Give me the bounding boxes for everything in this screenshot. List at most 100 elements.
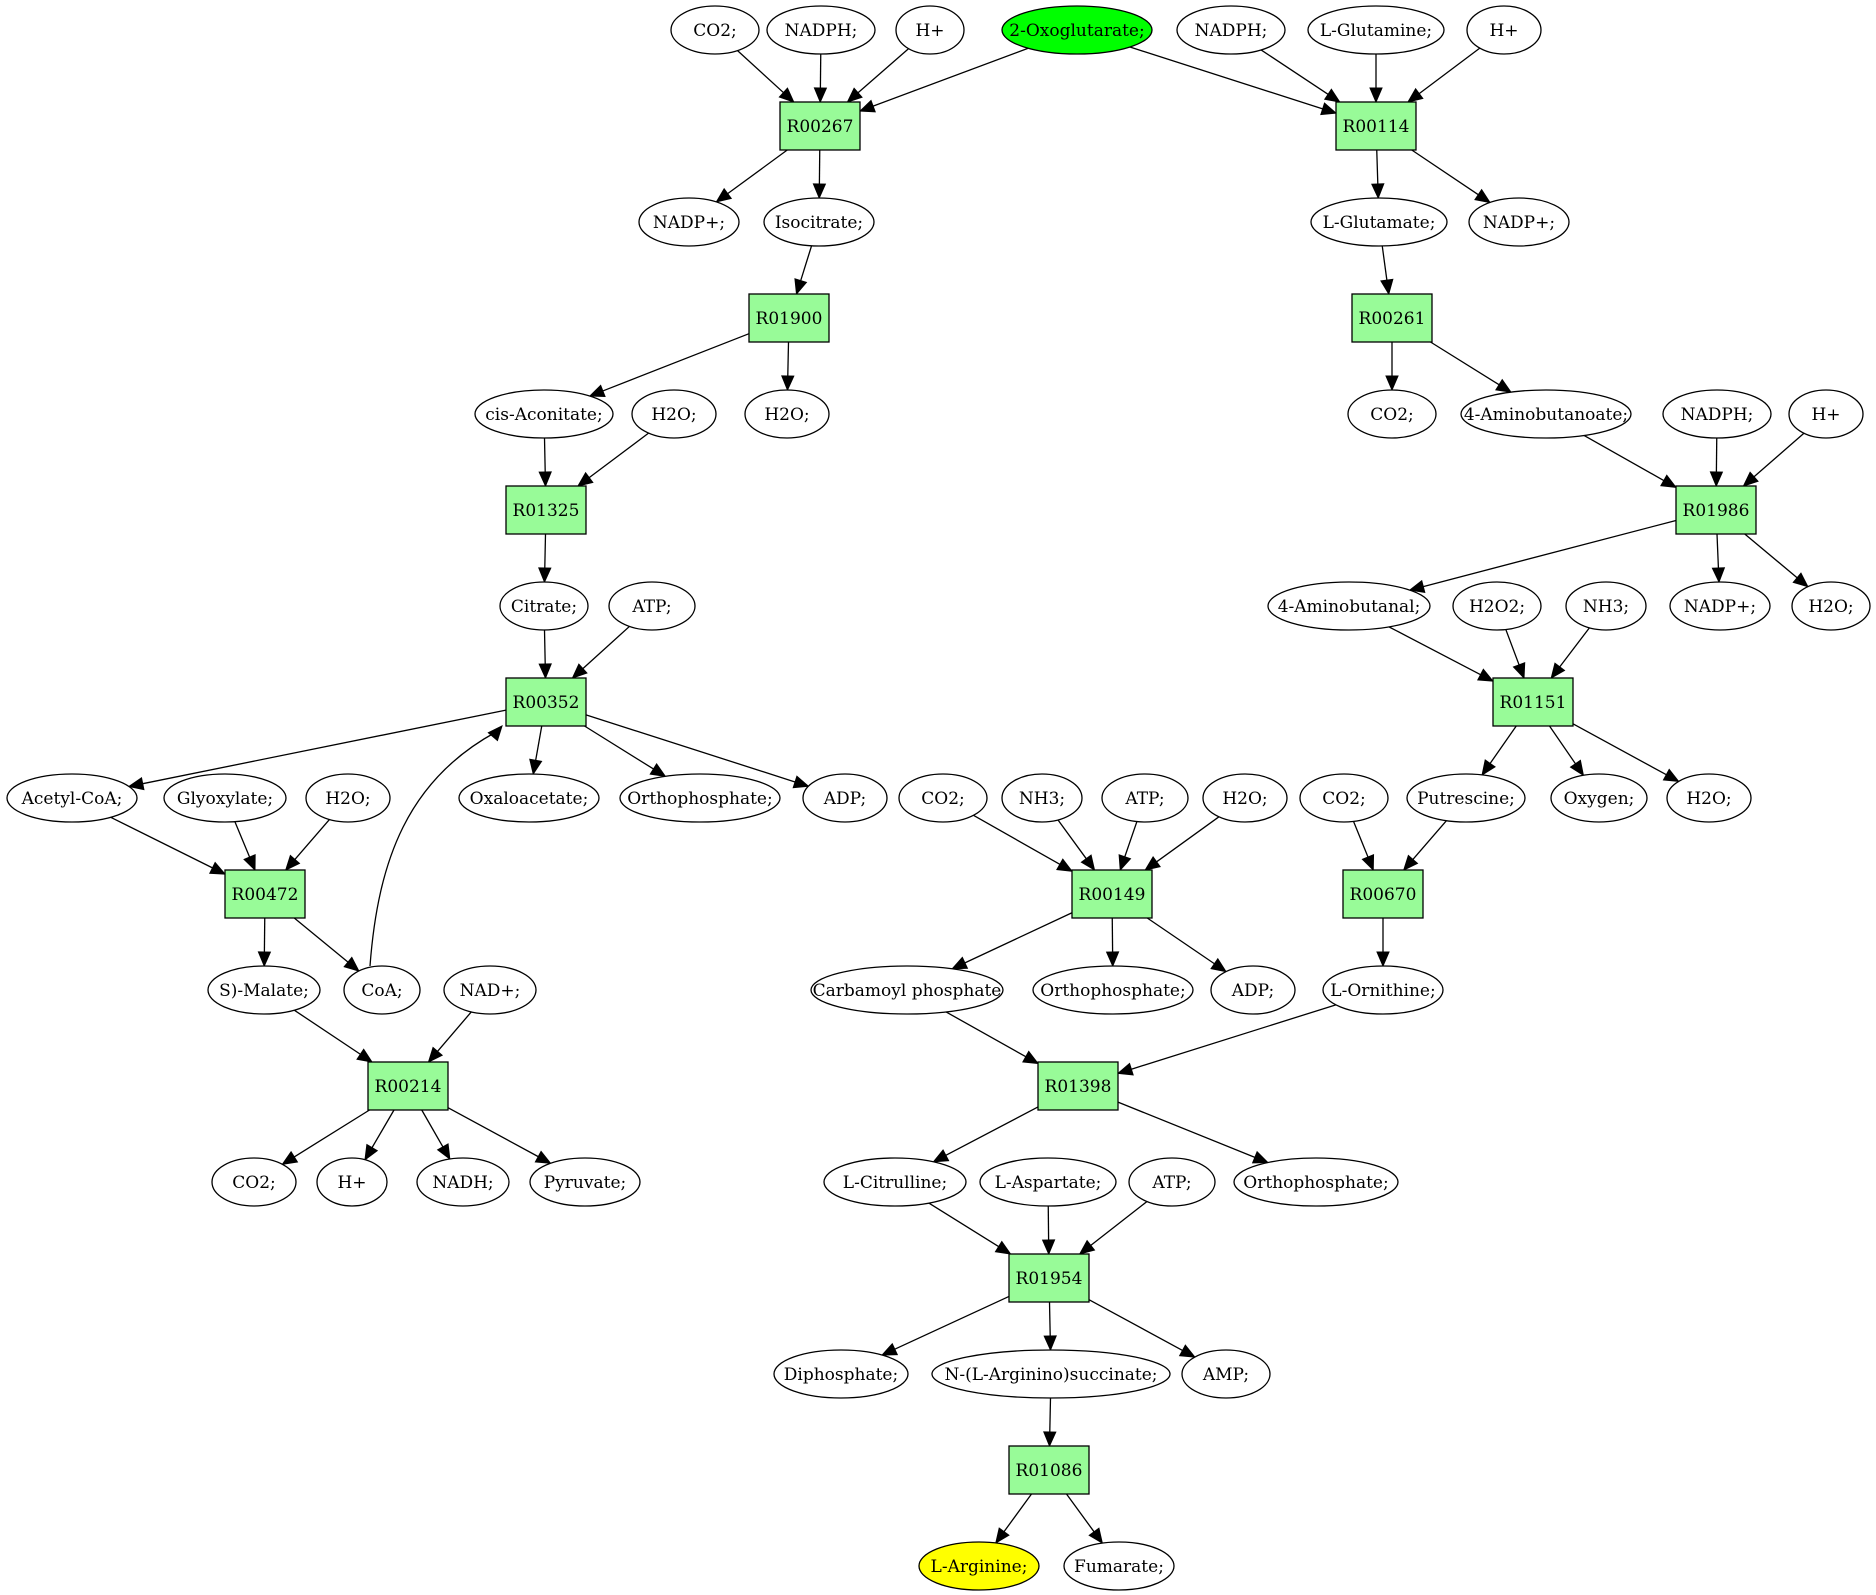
compound-node-h2o[interactable]: H2O; [631,389,717,439]
compound-node-h2o2[interactable]: H2O2; [1452,581,1542,631]
compound-node-h2o[interactable]: H2O; [1791,581,1871,631]
compound-node-adp[interactable]: ADP; [802,773,888,823]
compound-node-amp[interactable]: AMP; [1181,1349,1271,1399]
reaction-node-r00352[interactable]: R00352 [505,677,587,727]
reaction-edges [110,46,1809,1545]
compound-label: H2O; [1222,789,1267,809]
edge-c_lcit-to-r_01954 [928,1202,1012,1255]
reaction-node-r00149[interactable]: R00149 [1071,869,1153,919]
compound-node-nadh[interactable]: NADH; [416,1157,510,1207]
compound-label: CO2; [1322,789,1366,809]
compound-node-4-aminobutanoate[interactable]: 4-Aminobutanoate; [1460,389,1632,439]
compound-node-co2[interactable]: CO2; [211,1157,297,1207]
compound-ellipse [773,1349,909,1399]
compound-node-atp[interactable]: ATP; [1128,1157,1216,1207]
compound-node-co2[interactable]: CO2; [1347,389,1437,439]
compound-node-h2o[interactable]: H2O; [1202,773,1288,823]
compound-node-orthophosphate[interactable]: Orthophosphate; [619,773,781,823]
compound-node-oxaloacetate[interactable]: Oxaloacetate; [458,773,600,823]
edge-r_00261-to-c_co2_b [1385,342,1399,392]
reaction-node-r01151[interactable]: R01151 [1492,677,1574,727]
compound-node-adp[interactable]: ADP; [1210,965,1296,1015]
reaction-node-r00214[interactable]: R00214 [367,1061,449,1111]
compound-node-atp[interactable]: ATP; [608,581,696,631]
reaction-node-r01398[interactable]: R01398 [1037,1061,1119,1111]
compound-node-nh3[interactable]: NH3; [1001,773,1083,823]
compound-node-orthophosphate[interactable]: Orthophosphate; [1233,1157,1399,1207]
compound-node-nad[interactable]: NAD+; [443,965,537,1015]
reaction-node-r00114[interactable]: R00114 [1335,101,1417,151]
reaction-node-r00261[interactable]: R00261 [1351,293,1433,343]
compound-node-diphosphate[interactable]: Diphosphate; [773,1349,909,1399]
reaction-node-r01900[interactable]: R01900 [748,293,830,343]
compound-node-cis-aconitate[interactable]: cis-Aconitate; [474,389,614,439]
compound-label: NADPH; [1681,405,1754,425]
reaction-node-r01986[interactable]: R01986 [1675,485,1757,535]
compound-node-co2[interactable]: CO2; [1299,773,1389,823]
reaction-label: R01986 [1683,501,1750,521]
compound-node-nadp[interactable]: NADP+; [1468,197,1570,247]
compound-node-nh3[interactable]: NH3; [1565,581,1647,631]
compound-label: NH3; [1019,789,1065,809]
compound-node-isocitrate[interactable]: Isocitrate; [763,197,875,247]
compound-node-acetyl-coa[interactable]: Acetyl-CoA; [6,773,138,823]
pathway-nodes: CO2;NADPH;H+2-Oxoglutarate;NADPH;L-Gluta… [6,5,1871,1591]
reaction-node-r01086[interactable]: R01086 [1008,1445,1090,1495]
compound-node-h2o[interactable]: H2O; [305,773,391,823]
reaction-box [224,869,306,919]
reaction-node-r00472[interactable]: R00472 [224,869,306,919]
compound-ellipse [443,965,537,1015]
compound-node-nadp[interactable]: NADP+; [1669,581,1771,631]
edge-r_01986-to-c_h2o_c [1744,533,1809,588]
reaction-node-r01325[interactable]: R01325 [505,485,587,535]
compound-node-l-arginine[interactable]: L-Arginine; [918,1541,1040,1591]
compound-node-co2[interactable]: CO2; [670,5,760,55]
compound-ellipse [207,965,321,1015]
compound-node-s-malate[interactable]: S)-Malate; [207,965,321,1015]
compound-node-n-l-arginino-succinate[interactable]: N-(L-Arginino)succinate; [931,1349,1171,1399]
compound-node-pyruvate[interactable]: Pyruvate; [529,1157,641,1207]
compound-node-nadp[interactable]: NADP+; [638,197,740,247]
compound-label: CoA; [361,981,402,1001]
compound-node-citrate[interactable]: Citrate; [499,581,589,631]
edge-r_00352-to-c_oaa [529,725,543,776]
compound-node-carbamoyl-phosphate[interactable]: Carbamoyl phosphate [810,965,1004,1015]
compound-node-coa[interactable]: CoA; [343,965,421,1015]
compound-node-h[interactable]: H+ [1466,5,1542,55]
edge-r_01986-to-c_nadp_c [1711,533,1726,584]
edge-c_argsucc-to-r_01086 [1043,1397,1057,1448]
compound-node-l-glutamate[interactable]: L-Glutamate; [1310,197,1448,247]
compound-node-atp[interactable]: ATP; [1101,773,1189,823]
compound-node-2-oxoglutarate[interactable]: 2-Oxoglutarate; [1001,5,1153,55]
compound-node-l-aspartate[interactable]: L-Aspartate; [979,1157,1117,1207]
compound-node-nadph[interactable]: NADPH; [1176,5,1286,55]
compound-label: H+ [1489,21,1518,41]
compound-node-co2[interactable]: CO2; [898,773,988,823]
compound-node-l-glutamine[interactable]: L-Glutamine; [1307,5,1445,55]
compound-node-oxygen[interactable]: Oxygen; [1550,773,1648,823]
compound-ellipse [211,1157,297,1207]
edge-r_01086-to-c_fum [1065,1493,1104,1545]
compound-node-l-ornithine[interactable]: L-Ornithine; [1322,965,1444,1015]
reaction-box [1037,1061,1119,1111]
compound-label: H2O; [651,405,696,425]
compound-node-h2o[interactable]: H2O; [744,389,830,439]
compound-node-putrescine[interactable]: Putrescine; [1406,773,1526,823]
reaction-node-r00670[interactable]: R00670 [1342,869,1424,919]
compound-node-glyoxylate[interactable]: Glyoxylate; [163,773,287,823]
compound-node-fumarate[interactable]: Fumarate; [1063,1541,1175,1591]
reaction-label: R01954 [1016,1269,1083,1289]
compound-node-orthophosphate[interactable]: Orthophosphate; [1032,965,1194,1015]
compound-node-h[interactable]: H+ [895,5,965,55]
compound-node-h2o[interactable]: H2O; [1666,773,1752,823]
compound-node-l-citrulline[interactable]: L-Citrulline; [823,1157,967,1207]
compound-node-nadph[interactable]: NADPH; [766,5,876,55]
compound-node-nadph[interactable]: NADPH; [1662,389,1772,439]
compound-ellipse [1466,5,1542,55]
reaction-node-r00267[interactable]: R00267 [779,101,861,151]
reaction-node-r01954[interactable]: R01954 [1008,1253,1090,1303]
compound-node-4-aminobutanal[interactable]: 4-Aminobutanal; [1267,581,1431,631]
compound-node-h[interactable]: H+ [1788,389,1864,439]
compound-node-h[interactable]: H+ [316,1157,388,1207]
compound-ellipse [6,773,138,823]
